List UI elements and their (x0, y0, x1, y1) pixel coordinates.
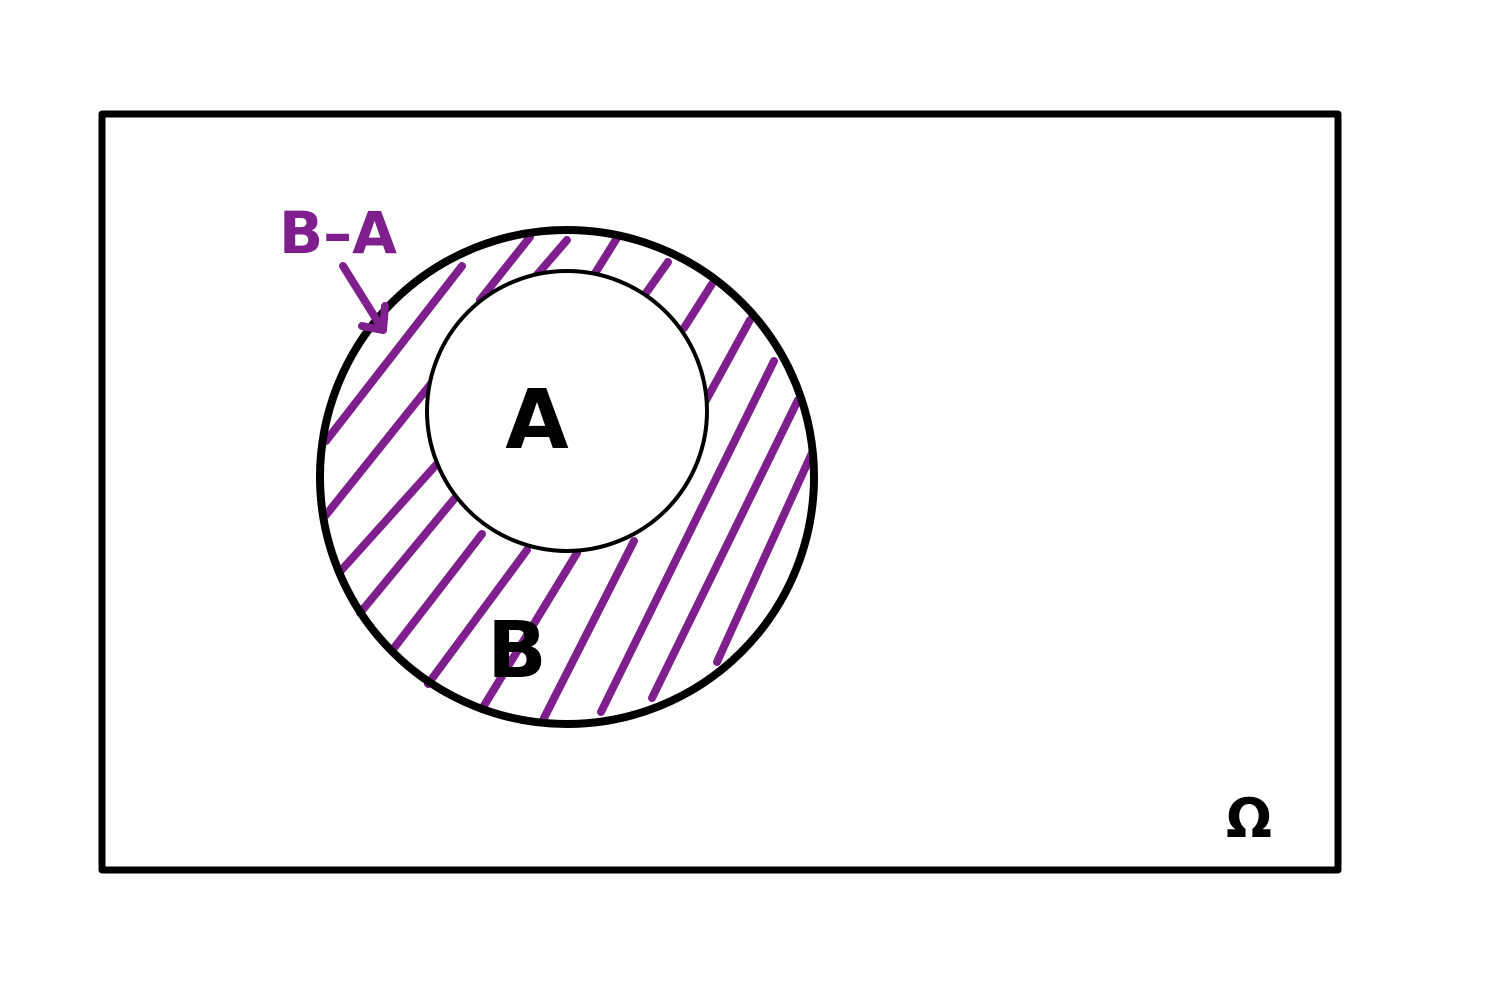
outer-set-circle-b (316, 226, 818, 728)
hatch-line (642, 258, 672, 297)
inner-set-label: A (505, 373, 569, 468)
universe-label: Ω (1226, 787, 1272, 850)
hatch-line (700, 316, 754, 408)
hatch-line (597, 357, 778, 716)
hatch-line (590, 234, 621, 279)
hatch-line (532, 236, 571, 280)
hatch-line (424, 546, 531, 688)
hatch-line (390, 530, 486, 652)
universe-rectangle (98, 110, 1342, 874)
hatch-line (322, 262, 466, 445)
outer-set-label: B (487, 606, 546, 696)
shaded-region-label: B–A (279, 199, 397, 267)
hatch-line (478, 549, 581, 713)
hatch-line (540, 537, 638, 722)
inner-set-circle-a (425, 269, 709, 553)
hatch-line (334, 461, 440, 578)
hatch-line (476, 233, 534, 304)
hatch-line (356, 494, 459, 617)
shaded-region-b-minus-a (322, 233, 816, 722)
hatch-line (648, 396, 802, 702)
hatch-line (713, 449, 816, 666)
hatch-line (322, 376, 438, 519)
arrow-down-right-icon (339, 262, 389, 334)
hatch-line (680, 280, 716, 332)
